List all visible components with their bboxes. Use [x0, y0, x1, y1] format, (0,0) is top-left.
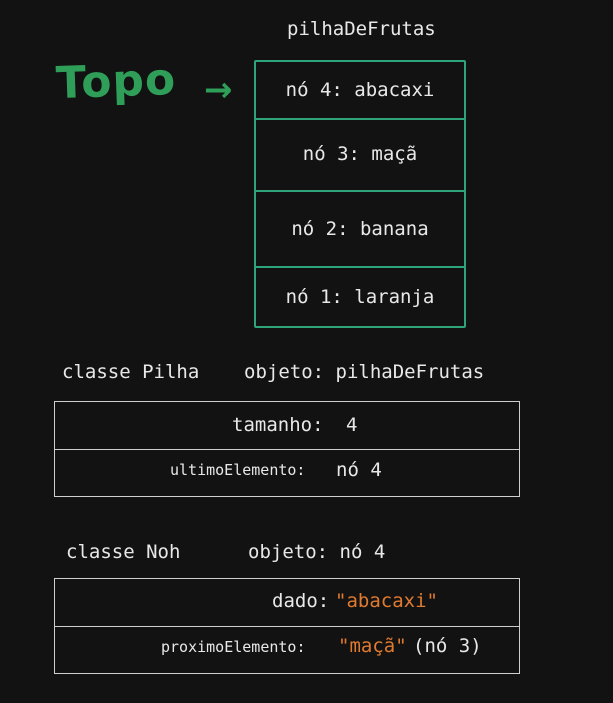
noh-object-box: dado: "abacaxi" proximoElemento: "maçã" … [54, 578, 520, 674]
noh-data-row: dado: "abacaxi" [55, 579, 519, 627]
pilha-object-label: objeto: pilhaDeFrutas [244, 361, 485, 383]
stack-node-2: nó 2: banana [256, 192, 464, 268]
size-attr-value: 4 [346, 414, 358, 436]
pilha-size-row: tamanho: 4 [55, 402, 519, 450]
data-attr-value: "abacaxi" [335, 590, 438, 612]
noh-object-label: objeto: nó 4 [248, 541, 386, 563]
top-label: Topo [55, 53, 177, 110]
stack-node-3: nó 3: maçã [256, 118, 464, 192]
noh-class-label: classe Noh [66, 541, 181, 563]
data-attr-name: dado: [272, 590, 330, 612]
fruit-stack: nó 4: abacaxi nó 3: maçã nó 2: banana nó… [254, 60, 466, 328]
next-attr-name: proximoElemento: [161, 638, 306, 656]
size-attr-name: tamanho: [232, 414, 324, 436]
stack-node-4: nó 4: abacaxi [256, 62, 464, 120]
pilha-last-row: ultimoElemento: nó 4 [55, 450, 519, 497]
pilha-class-label: classe Pilha [62, 361, 200, 383]
next-attr-suffix: (nó 3) [413, 635, 482, 657]
last-attr-name: ultimoElemento: [170, 461, 306, 479]
next-attr-value: "maçã" [338, 635, 407, 657]
stack-title: pilhaDeFrutas [287, 18, 436, 40]
pilha-object-box: tamanho: 4 ultimoElemento: nó 4 [54, 401, 520, 497]
top-arrow-icon: → [204, 70, 233, 110]
last-attr-value: nó 4 [336, 459, 382, 481]
stack-node-1: nó 1: laranja [285, 286, 435, 308]
noh-next-row: proximoElemento: "maçã" (nó 3) [55, 627, 519, 674]
